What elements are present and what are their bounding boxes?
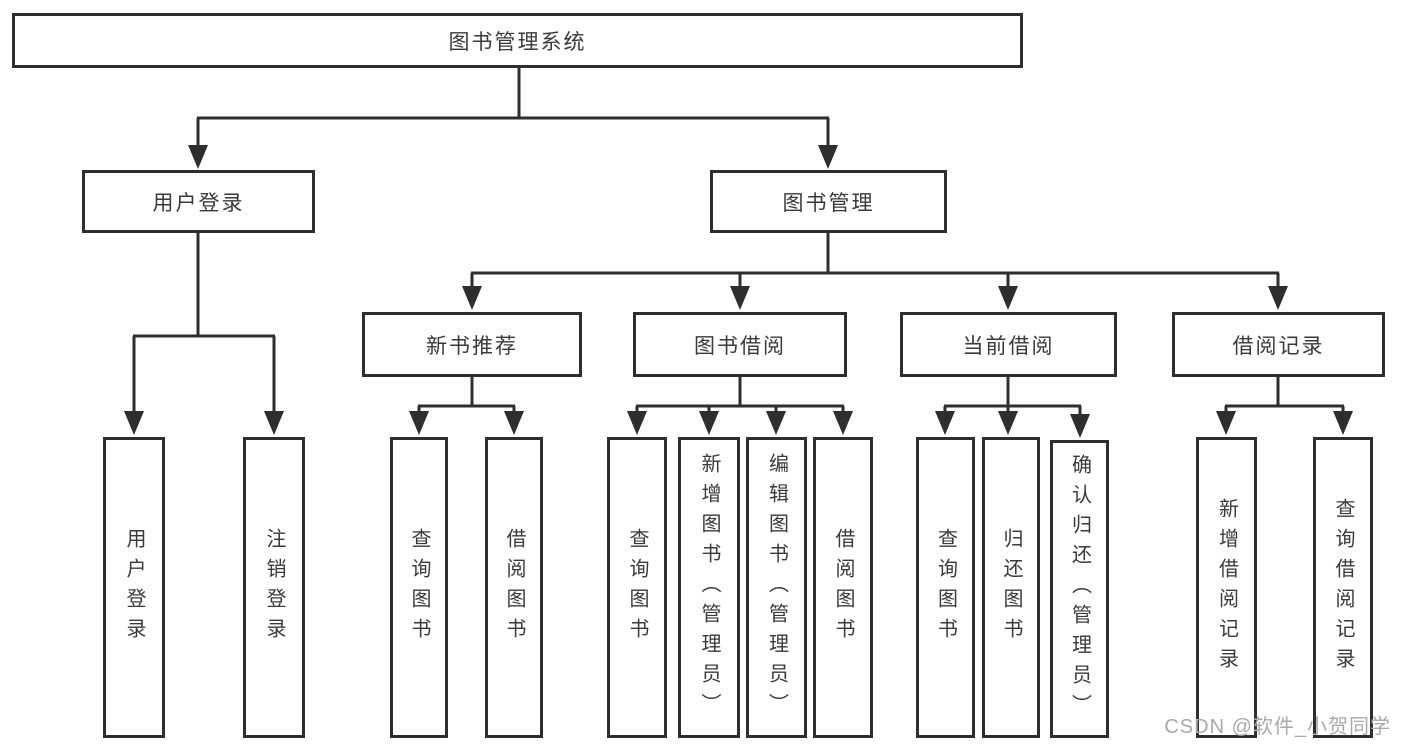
leaf-borrow-books-new: 借阅图书	[485, 437, 543, 738]
node-new-book-recommend: 新书推荐	[362, 312, 582, 377]
arrow-icon	[998, 411, 1018, 435]
arrow-icon	[462, 286, 482, 310]
leaf-user-login: 用户登录	[103, 437, 165, 738]
node-label: 新书推荐	[426, 334, 518, 358]
node-label: 图书管理系统	[448, 30, 587, 54]
node-label: 查询图书	[934, 527, 957, 648]
arrow-icon	[409, 411, 429, 435]
leaf-borrow-books-borrow: 借阅图书	[813, 437, 873, 738]
arrow-icon	[627, 411, 647, 435]
node-label: 新增借阅记录	[1215, 497, 1238, 678]
arrow-icon	[818, 145, 838, 169]
csdn-watermark: CSDN @软件_小贺同学	[1164, 716, 1391, 738]
leaf-logout: 注销登录	[243, 437, 305, 738]
node-label: 用户登录	[123, 527, 145, 648]
node-label: 图书借阅	[694, 334, 786, 358]
node-book-borrowing: 图书借阅	[633, 312, 847, 377]
node-label: 查询图书	[626, 527, 648, 648]
node-label: 查询借阅记录	[1332, 497, 1354, 678]
node-current-borrowing: 当前借阅	[900, 312, 1117, 377]
node-label: 当前借阅	[962, 334, 1055, 358]
node-label: 借阅图书	[832, 527, 854, 648]
arrow-icon	[188, 145, 208, 169]
leaf-query-books-new: 查询图书	[390, 437, 448, 738]
arrow-icon	[730, 286, 750, 310]
node-label: 图书管理	[782, 191, 875, 215]
leaf-confirm-return-admin: 确认归还（管理员）	[1050, 440, 1109, 738]
arrow-icon	[264, 411, 284, 435]
leaf-query-books-borrow: 查询图书	[607, 437, 667, 738]
node-label: 新增图书（管理员）	[698, 452, 720, 723]
leaf-add-books-admin: 新增图书（管理员）	[678, 437, 740, 738]
arrow-icon	[1333, 411, 1353, 435]
node-label: 确认归还（管理员）	[1068, 454, 1091, 724]
arrow-icon	[699, 411, 719, 435]
arrow-icon	[766, 411, 786, 435]
node-borrowing-records: 借阅记录	[1172, 312, 1385, 377]
arrow-icon	[935, 411, 955, 435]
node-root-system: 图书管理系统	[12, 13, 1023, 68]
node-book-management: 图书管理	[710, 170, 947, 233]
leaf-query-books-current: 查询图书	[916, 437, 975, 738]
arrow-icon	[504, 411, 524, 435]
leaf-query-borrow-record: 查询借阅记录	[1313, 437, 1373, 738]
leaf-add-borrow-record: 新增借阅记录	[1196, 437, 1257, 738]
arrow-icon	[1268, 286, 1288, 310]
node-label: 借阅图书	[503, 527, 525, 648]
arrow-icon	[1070, 414, 1090, 438]
node-label: 归还图书	[1000, 527, 1022, 648]
arrow-icon	[833, 411, 853, 435]
arrow-icon	[124, 411, 144, 435]
node-label: 注销登录	[263, 527, 285, 648]
node-label: 借阅记录	[1232, 334, 1325, 358]
leaf-edit-books-admin: 编辑图书（管理员）	[746, 437, 807, 738]
arrow-icon	[1216, 411, 1236, 435]
leaf-return-books: 归还图书	[982, 437, 1040, 738]
node-user-login-group: 用户登录	[82, 170, 315, 233]
arrow-icon	[998, 286, 1018, 310]
node-label: 查询图书	[408, 527, 430, 648]
node-label: 编辑图书（管理员）	[765, 452, 788, 723]
node-label: 用户登录	[152, 191, 245, 215]
